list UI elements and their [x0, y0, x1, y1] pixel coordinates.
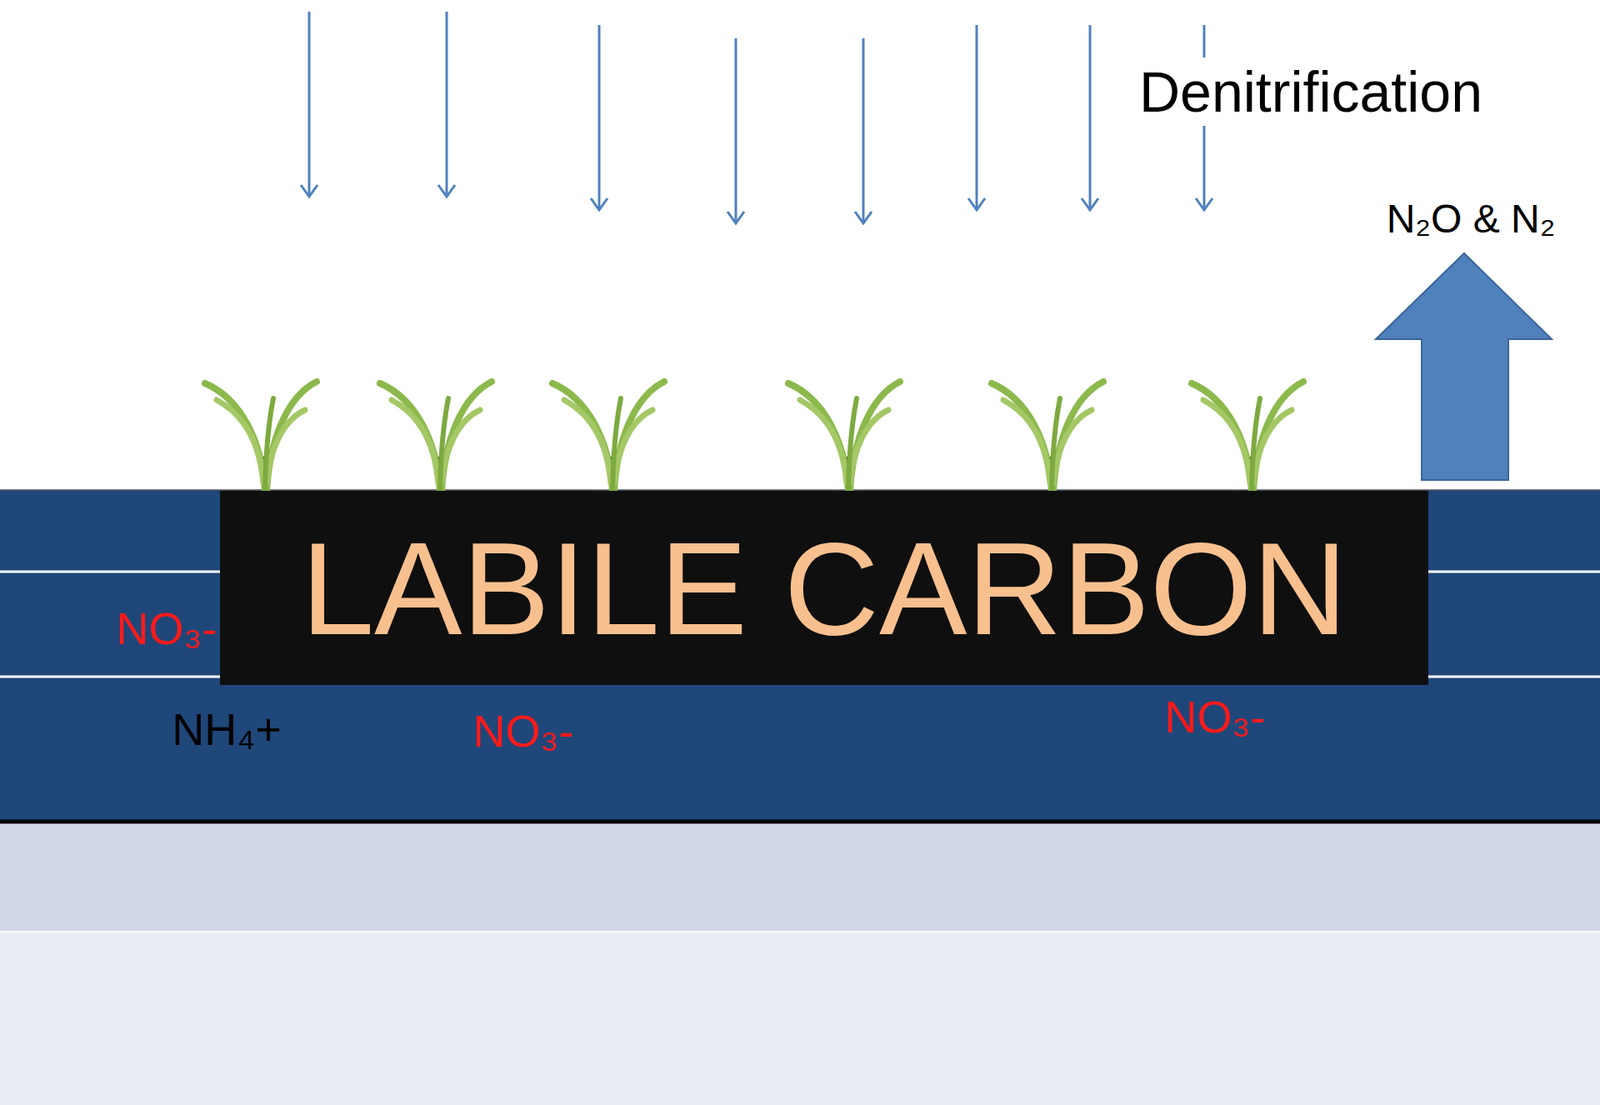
- ion-label: NO₃-: [116, 604, 218, 654]
- plant: [552, 381, 665, 490]
- plant: [788, 381, 900, 490]
- plant: [380, 381, 492, 490]
- down-arrow: [300, 11, 318, 197]
- down-arrow: [1081, 25, 1099, 210]
- box-text: LABILE CARBON: [300, 522, 1348, 655]
- process-title: Denitrification: [1130, 57, 1491, 127]
- plant: [1191, 381, 1304, 490]
- deep-soil-band: [0, 932, 1600, 1105]
- gas-label: N₂O & N₂: [1386, 197, 1556, 242]
- down-arrow: [727, 38, 745, 224]
- down-arrow: [438, 11, 455, 197]
- subsoil-band: [0, 824, 1600, 931]
- ion-label: NH₄+: [171, 705, 282, 755]
- plant: [991, 381, 1104, 490]
- down-arrow: [590, 25, 608, 210]
- down-arrow: [968, 25, 985, 210]
- ion-label: NO₃-: [473, 706, 575, 756]
- carbon-box: LABILE CARBON: [220, 490, 1429, 685]
- down-arrow: [855, 38, 872, 224]
- soil-band: [0, 490, 1600, 822]
- up-arrow: [1375, 253, 1552, 480]
- plant: [205, 381, 317, 490]
- ion-label: NO₃-: [1165, 692, 1266, 742]
- layer-line: [0, 820, 1600, 825]
